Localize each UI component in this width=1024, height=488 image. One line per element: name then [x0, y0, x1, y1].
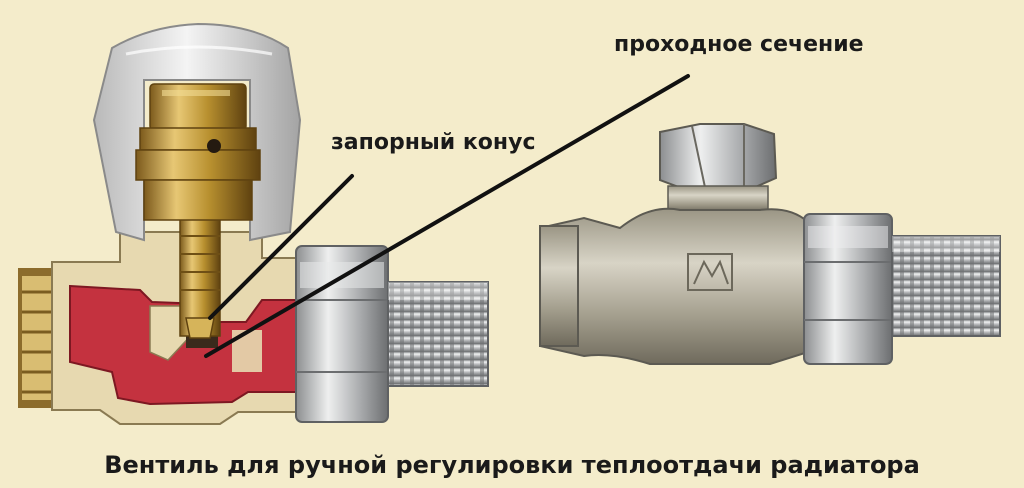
outlet-thread	[387, 281, 489, 387]
valve-body	[539, 207, 809, 365]
pointer-line-shutoff-cone	[208, 174, 354, 320]
image-caption: Вентиль для ручной регулировки теплоотда…	[104, 451, 920, 479]
external-valve-photo	[539, 123, 1001, 365]
bonnet-nut	[659, 123, 778, 193]
pointer-line-flow-section	[204, 74, 690, 358]
outlet-thread-right	[891, 235, 1001, 337]
label-flow-section: проходное сечение	[614, 32, 864, 57]
cutaway-valve-illustration	[18, 22, 489, 425]
embossed-logo-icon	[687, 253, 733, 291]
shutoff-cone	[185, 317, 215, 339]
brass-head	[135, 83, 261, 221]
union-nut	[295, 245, 389, 423]
label-shutoff-cone: запорный конус	[331, 130, 536, 155]
